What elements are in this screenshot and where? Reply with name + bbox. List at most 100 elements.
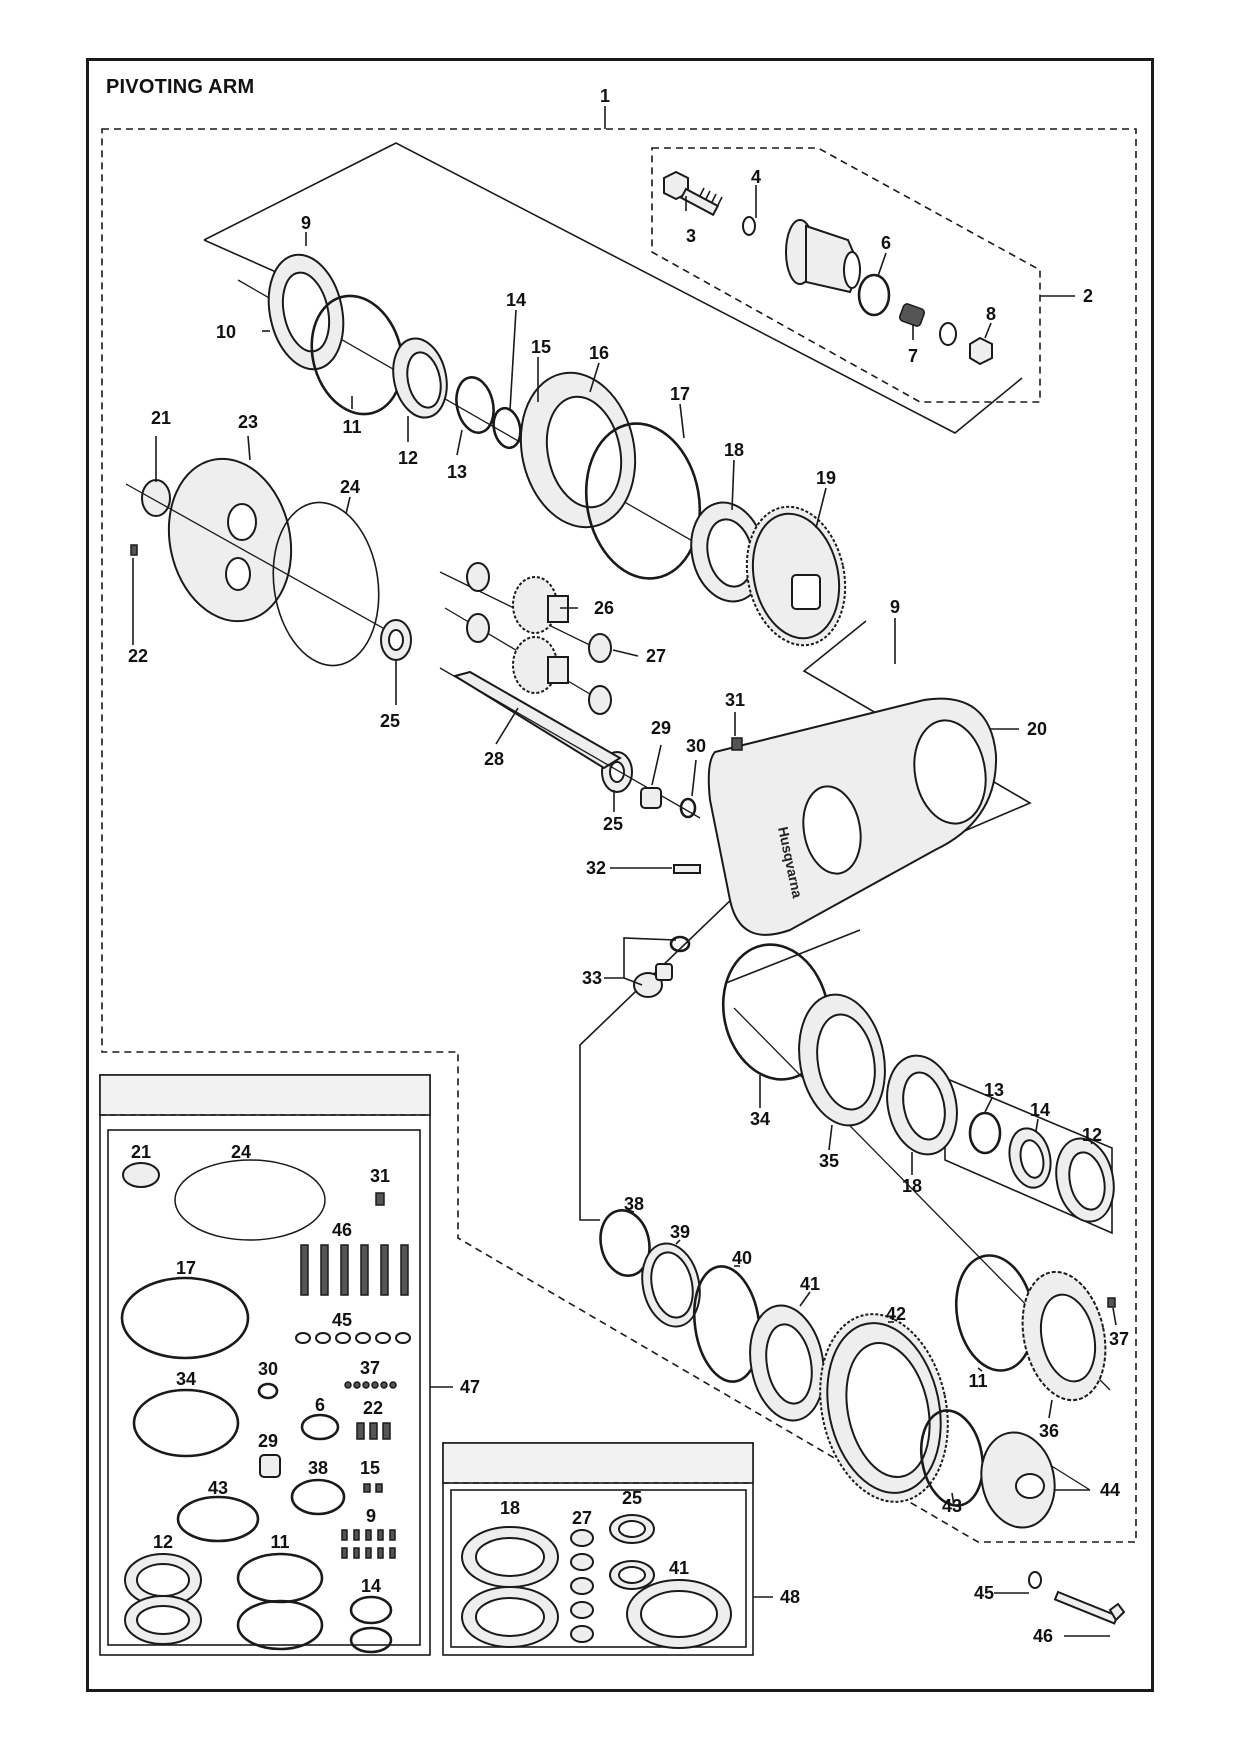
callout-7: 7 — [908, 346, 918, 366]
callout-25-right: 25 — [603, 814, 623, 834]
part-39-ring — [641, 1242, 701, 1328]
part-12-seal-lower — [1055, 1137, 1115, 1223]
callout-33: 33 — [582, 968, 602, 988]
part-27-bearing-b — [588, 685, 612, 715]
part-12-seal — [392, 337, 448, 419]
part-32-pin — [673, 864, 701, 874]
callout-41: 41 — [800, 1274, 820, 1294]
kit47-callout-38: 38 — [308, 1458, 328, 1478]
part-18-bearing-lower — [886, 1054, 958, 1156]
group-brackets — [203, 142, 1113, 1235]
part-37-screw — [1107, 1297, 1116, 1308]
callout-13-upper: 13 — [447, 462, 467, 482]
callout-37: 37 — [1109, 1329, 1129, 1349]
part-11-oring — [310, 294, 404, 416]
callout-12-lower: 12 — [1082, 1125, 1102, 1145]
kit48-callout-41: 41 — [669, 1558, 689, 1578]
part-30-oring — [679, 797, 697, 819]
part-13-ring — [455, 376, 495, 434]
part-44-end-cap — [980, 1431, 1056, 1529]
subassembly-2-boundary — [651, 147, 1075, 403]
kit47-callout-29: 29 — [258, 1431, 278, 1451]
kit47-callout-14: 14 — [361, 1576, 381, 1596]
callout-34: 34 — [750, 1109, 770, 1129]
callout-21: 21 — [151, 408, 171, 428]
assembly-1-boundary — [101, 106, 1137, 1543]
part-31-screw — [731, 737, 743, 751]
kit48-callout-27: 27 — [572, 1508, 592, 1528]
callout-19: 19 — [816, 468, 836, 488]
part-43-oring — [920, 1409, 984, 1507]
part-36-sprocket — [1021, 1270, 1107, 1402]
part-4-washer — [742, 216, 756, 236]
part-20-arm-housing: Husqvarna — [707, 697, 998, 936]
kit-47-box — [99, 1074, 453, 1656]
part-23-cover-plate — [167, 457, 293, 623]
part-35-flange — [798, 993, 886, 1127]
callout-11-upper: 11 — [342, 417, 361, 437]
callout-16: 16 — [589, 343, 609, 363]
callout-3: 3 — [686, 226, 696, 246]
part-27-bearing-a — [588, 633, 612, 663]
callout-13-lower: 13 — [984, 1080, 1004, 1100]
kit48-callout-25: 25 — [622, 1488, 642, 1508]
callout-43: 43 — [942, 1496, 962, 1516]
kit47-callout-43: 43 — [208, 1478, 228, 1498]
callout-22: 22 — [128, 646, 148, 666]
part-6-ring — [857, 273, 891, 317]
kit47-callout-11: 11 — [270, 1532, 289, 1552]
callout-24: 24 — [340, 477, 360, 497]
part-22-screw — [130, 544, 138, 556]
callout-labels-kit-48: 18 25 27 41 48 — [500, 1488, 800, 1607]
callout-14-lower: 14 — [1030, 1100, 1050, 1120]
part-17-oring — [584, 422, 702, 580]
callout-29: 29 — [651, 718, 671, 738]
part-41-bearing — [749, 1304, 825, 1422]
kit47-callout-46: 46 — [332, 1220, 352, 1240]
kit48-callout-18: 18 — [500, 1498, 520, 1518]
kit47-callout-34: 34 — [176, 1369, 196, 1389]
part-38-ring — [599, 1209, 651, 1277]
callout-1: 1 — [600, 86, 610, 106]
kit47-callout-30: 30 — [258, 1359, 278, 1379]
callout-45: 45 — [974, 1583, 994, 1603]
part-7-spring — [898, 303, 926, 327]
kit-48-box — [442, 1442, 773, 1656]
part-24-gasket — [272, 501, 380, 667]
kit47-washers-45 — [295, 1332, 411, 1344]
callout-18-upper: 18 — [724, 440, 744, 460]
part-10-flange — [267, 253, 345, 371]
part-3-bolt — [663, 170, 723, 217]
callout-36: 36 — [1039, 1421, 1059, 1441]
callout-25-left: 25 — [380, 711, 400, 731]
kit47-callout-45: 45 — [332, 1310, 352, 1330]
callout-26: 26 — [594, 598, 614, 618]
callout-6: 6 — [881, 233, 891, 253]
part-16-flange-housing — [519, 371, 637, 529]
callout-40: 40 — [732, 1248, 752, 1268]
part-33-plug — [633, 935, 691, 998]
callout-17: 17 — [670, 384, 690, 404]
part-19-gear — [745, 505, 847, 647]
kit47-callout-12: 12 — [153, 1532, 173, 1552]
callout-27: 27 — [646, 646, 666, 666]
part-14-seal-lower — [1008, 1127, 1052, 1189]
callout-labels-kit-47: 21 24 31 46 17 45 30 37 34 6 22 29 38 15… — [131, 1142, 480, 1596]
callout-20: 20 — [1027, 719, 1047, 739]
kit47-callout-21: 21 — [131, 1142, 151, 1162]
kit47-callout-9: 9 — [366, 1506, 376, 1526]
callout-30: 30 — [686, 736, 706, 756]
kit47-callout-17: 17 — [176, 1258, 196, 1278]
leader-lines — [132, 185, 1117, 1637]
callout-labels-main: 1 2 3 4 6 7 8 9 10 11 12 13 14 15 16 17 … — [128, 86, 1129, 1646]
callout-39: 39 — [670, 1222, 690, 1242]
callout-18-lower: 18 — [902, 1176, 922, 1196]
kit48-callout-48: 48 — [780, 1587, 800, 1607]
part-29-bushing — [640, 787, 662, 809]
callout-46: 46 — [1033, 1626, 1053, 1646]
callout-12-upper: 12 — [398, 448, 418, 468]
callout-14-upper: 14 — [506, 290, 526, 310]
part-42-ring-gear — [819, 1313, 949, 1503]
